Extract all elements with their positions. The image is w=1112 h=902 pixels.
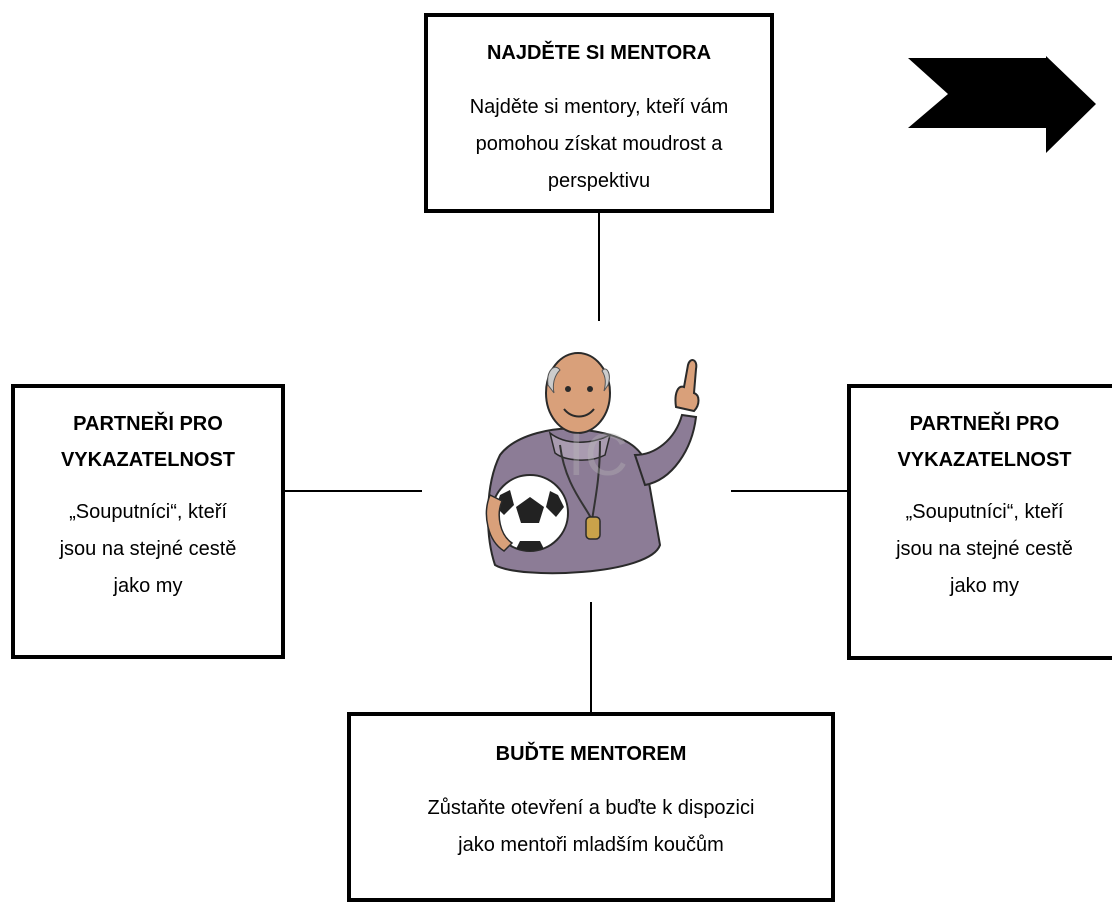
connector-left — [285, 490, 422, 492]
box-accountability-partners-left: PARTNEŘI PRO VYKAZATELNOST „Souputníci“,… — [11, 384, 285, 659]
connector-top — [598, 213, 600, 321]
box-title: PARTNEŘI PRO VYKAZATELNOST — [851, 406, 1112, 478]
body-line: Zůstaňte otevření a buďte k dispozici — [427, 797, 755, 819]
box-body: „Souputníci“, kteří jsou na stejné cestě… — [851, 494, 1112, 605]
body-line: pomohou získat moudrost a — [475, 133, 723, 155]
box-be-mentor: BUĎTE MENTOREM Zůstaňte otevření a buďte… — [347, 712, 835, 902]
box-title: BUĎTE MENTOREM — [495, 743, 687, 765]
body-line: jako my — [113, 575, 183, 597]
connector-bottom — [590, 602, 592, 712]
body-line: „Souputníci“, kteří — [905, 501, 1064, 523]
box-body: Zůstaňte otevření a buďte k dispozici ja… — [351, 790, 831, 864]
body-line: „Souputníci“, kteří — [69, 501, 227, 523]
right-arrow-icon — [908, 56, 1096, 153]
title-line: VYKAZATELNOST — [60, 449, 236, 471]
body-line: jsou na stejné cestě — [59, 538, 237, 560]
title-line: PARTNEŘI PRO — [909, 413, 1060, 435]
box-title: NAJDĚTE SI MENTORA — [486, 42, 712, 64]
box-body: „Souputníci“, kteří jsou na stejné cestě… — [15, 494, 281, 605]
image-watermark: IC — [568, 421, 628, 488]
title-line: PARTNEŘI PRO — [73, 413, 223, 435]
box-find-mentor: NAJDĚTE SI MENTORA Najděte si mentory, k… — [424, 13, 774, 213]
body-line: jako mentoři mladším koučům — [458, 834, 724, 856]
box-title: PARTNEŘI PRO VYKAZATELNOST — [15, 406, 281, 478]
body-line: jsou na stejné cestě — [896, 538, 1073, 560]
coach-with-soccer-ball-icon: IC — [485, 352, 700, 575]
title-line: VYKAZATELNOST — [897, 449, 1072, 471]
body-line: jako my — [950, 575, 1019, 597]
body-line: perspektivu — [547, 170, 651, 192]
box-accountability-partners-right: PARTNEŘI PRO VYKAZATELNOST „Souputníci“,… — [847, 384, 1112, 660]
body-line: Najděte si mentory, kteří vám — [469, 96, 729, 118]
box-body: Najděte si mentory, kteří vám pomohou zí… — [428, 89, 770, 200]
connector-right — [731, 490, 847, 492]
